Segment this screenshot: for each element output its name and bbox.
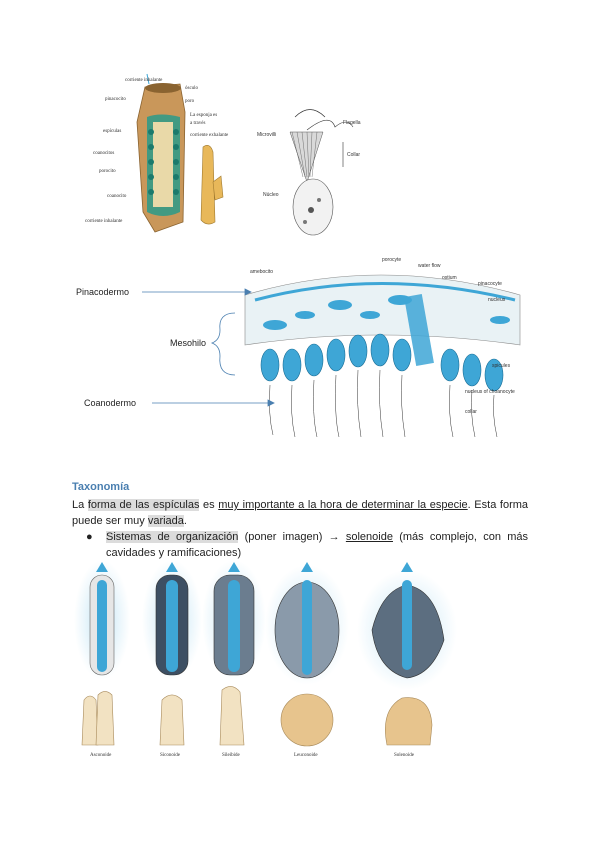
choanocyte-row: [260, 333, 504, 392]
svg-text:ósculo: ósculo: [185, 86, 199, 91]
paragraph-espiculas: La forma de las espículas es muy importa…: [72, 499, 529, 527]
sponge-body-illustration: [136, 73, 224, 233]
svg-text:nucleus of choanocyte: nucleus of choanocyte: [465, 389, 515, 395]
svg-text:spicules: spicules: [492, 363, 511, 369]
sileibid-diagram: [202, 560, 266, 680]
svg-text:coanocitos: coanocitos: [93, 151, 114, 156]
layer-pointers: [142, 288, 275, 407]
svg-text:water flow: water flow: [418, 263, 441, 269]
coanodermo-label: Coanodermo: [84, 398, 136, 408]
svg-text:Siconoide: Siconoide: [160, 753, 181, 758]
sponge-labels: corriente inhalante pinacocito ósculo po…: [85, 78, 229, 224]
bullet-marker: ●: [86, 531, 93, 543]
svg-text:pinacocyte: pinacocyte: [478, 281, 502, 287]
sponge-body-forms: [81, 686, 433, 747]
asconoid-diagram: [74, 560, 130, 680]
svg-text:corriente exhalante: corriente exhalante: [190, 133, 229, 138]
svg-text:La esponja es: La esponja es: [190, 113, 217, 118]
svg-text:Collar: Collar: [347, 152, 360, 158]
organization-systems-figure: Asconoide Siconoide Sileibide Leuconoide…: [74, 560, 457, 758]
sponge-type-captions: Asconoide Siconoide Sileibide Leuconoide…: [90, 753, 415, 758]
leuconoid-diagram: [265, 562, 349, 685]
mesohilo-label: Mesohilo: [170, 338, 206, 348]
svg-text:Sileibide: Sileibide: [222, 753, 241, 758]
solenoid-diagram: [357, 562, 457, 690]
svg-text:Flagella: Flagella: [343, 120, 361, 126]
section-heading: Taxonomía: [72, 481, 130, 493]
sponge-anatomy-figure: corriente inhalante pinacocito ósculo po…: [85, 73, 361, 236]
svg-text:porocito: porocito: [99, 169, 116, 174]
svg-text:collar: collar: [465, 409, 477, 415]
svg-text:coanocito: coanocito: [107, 194, 127, 199]
tissue-illustration: [244, 274, 521, 438]
svg-text:espículas: espículas: [103, 129, 121, 134]
svg-text:ostium: ostium: [442, 275, 457, 281]
svg-text:Leuconoide: Leuconoide: [294, 753, 318, 758]
svg-text:Solenoide: Solenoide: [394, 753, 415, 758]
svg-text:poro: poro: [185, 99, 195, 104]
svg-text:corriente inhalante: corriente inhalante: [125, 78, 163, 83]
svg-text:Núcleo: Núcleo: [263, 192, 279, 198]
syconoid-diagram: [142, 560, 202, 680]
sponge-layers-figure: Pinacodermo Mesohilo Coanodermo amebocit…: [76, 257, 521, 438]
svg-text:pinacocito: pinacocito: [105, 97, 126, 102]
svg-text:amebocito: amebocito: [250, 269, 273, 275]
pinacodermo-label: Pinacodermo: [76, 287, 129, 297]
choanocyte-labels: Flagella Microvilli Collar Núcleo: [257, 120, 361, 198]
choanocyte-illustration: [289, 109, 354, 236]
svg-text:Asconoide: Asconoide: [90, 753, 112, 758]
svg-text:nucleus: nucleus: [488, 297, 506, 303]
svg-text:porocyte: porocyte: [382, 257, 401, 263]
svg-text:a través: a través: [190, 121, 205, 126]
tissue-small-labels: amebocito porocyte water flow ostium pin…: [250, 257, 515, 415]
svg-text:Microvilli: Microvilli: [257, 132, 276, 138]
svg-text:corriente inhalante: corriente inhalante: [85, 219, 123, 224]
